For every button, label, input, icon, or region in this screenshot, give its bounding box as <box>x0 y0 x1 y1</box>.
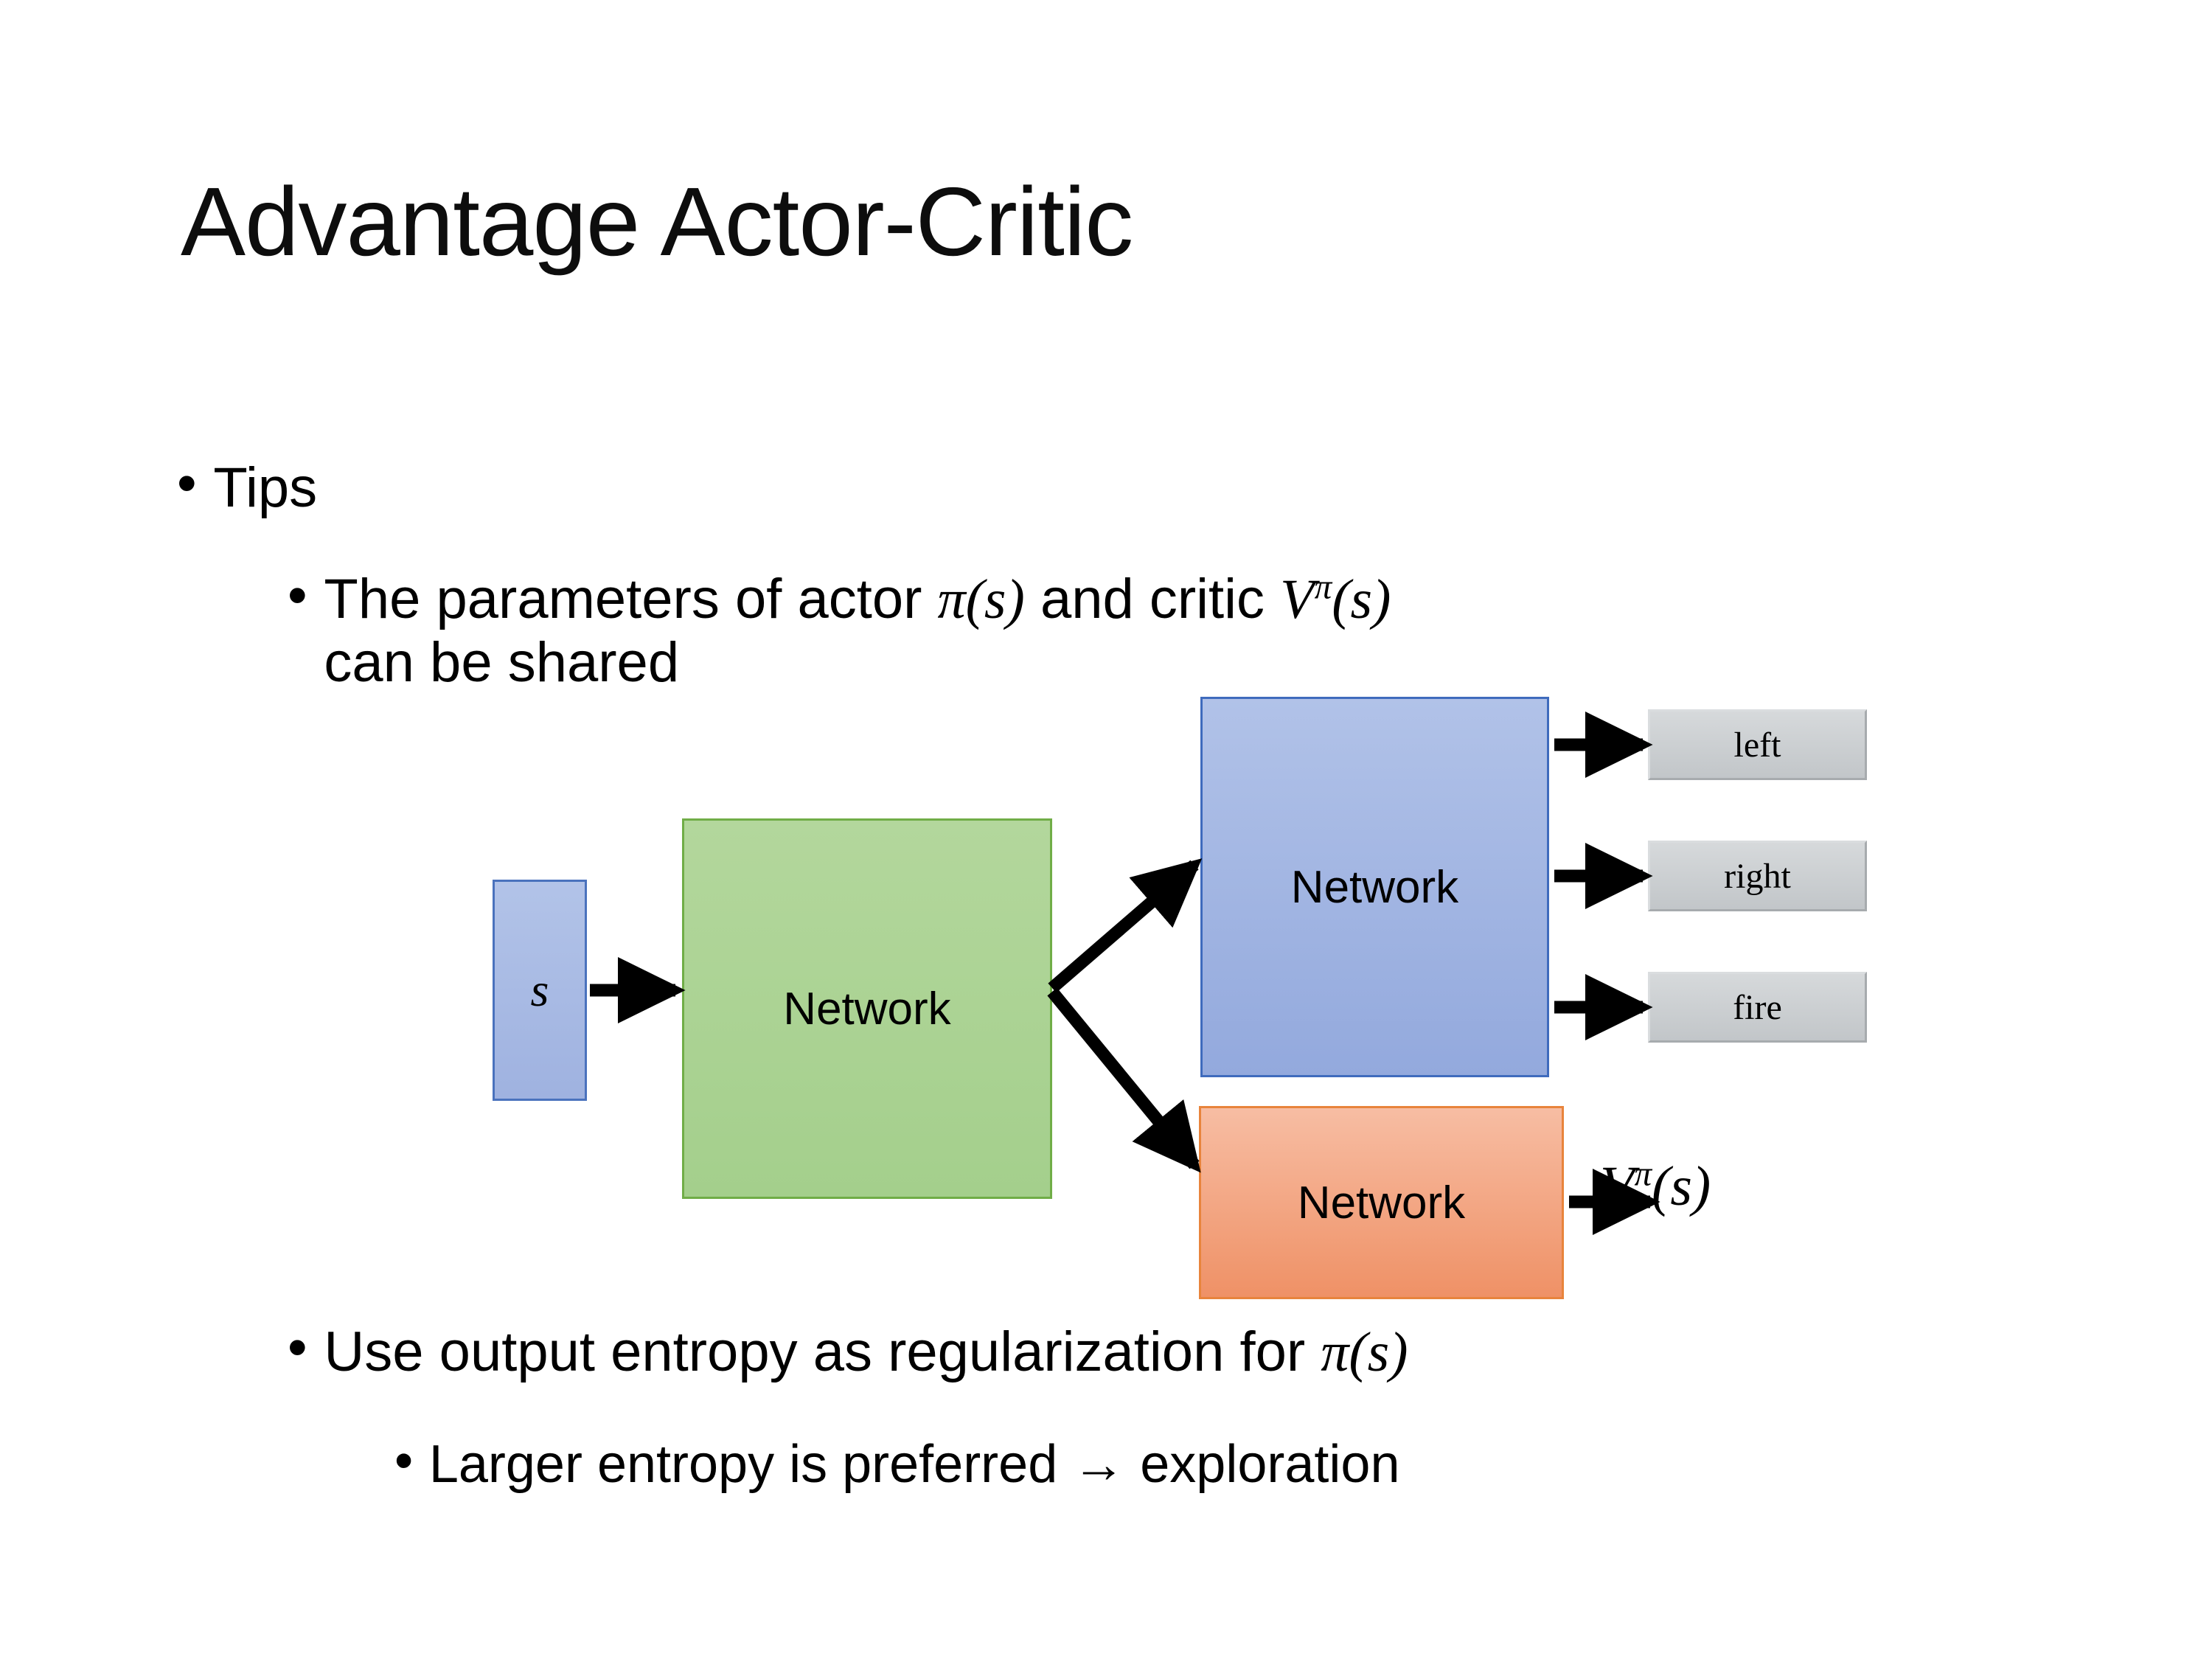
entropy-part1: Use output entropy as regularization for <box>324 1321 1321 1383</box>
critic-output-superscript-pi: π <box>1634 1155 1652 1194</box>
bullet-entropy-text: Use output entropy as regularization for… <box>324 1320 1408 1385</box>
critic-output-value: Vπ(s) <box>1600 1154 1711 1219</box>
diagram-input-state-box: s <box>493 880 587 1101</box>
bullet-shared-parameters-text: The parameters of actor π(s) and critic … <box>324 568 2034 694</box>
math-v: V <box>1280 568 1315 630</box>
bullet-shared-parameters: • The parameters of actor π(s) and criti… <box>288 564 2034 695</box>
math-v-superscript-pi: π <box>1314 568 1332 607</box>
action-output-left: left <box>1648 709 1867 780</box>
action-output-right: right <box>1648 841 1867 911</box>
critic-network-label: Network <box>1297 1177 1466 1228</box>
action-output-fire: fire <box>1648 972 1867 1043</box>
page-title: Advantage Actor-Critic <box>181 167 1133 276</box>
bullet-tips-label: Tips <box>213 456 318 519</box>
shared-params-part2: and critic <box>1024 568 1281 630</box>
bullet-larger-entropy: • Larger entropy is preferred → explorat… <box>394 1434 1399 1495</box>
bullet-marker: • <box>177 452 197 515</box>
math-pi-s: π(s) <box>1321 1321 1408 1383</box>
actor-network-label: Network <box>1290 861 1459 913</box>
arrow-shared-to-actor <box>1048 858 1203 993</box>
bullet-marker: • <box>288 564 307 627</box>
shared-network-label: Network <box>783 983 951 1034</box>
critic-output-symbol: V <box>1600 1155 1635 1217</box>
bullet-tips: • Tips <box>177 456 317 520</box>
math-pi-s: π(s) <box>937 568 1025 630</box>
bullet-marker: • <box>394 1431 414 1490</box>
bullet-larger-entropy-label: Larger entropy is preferred → exploratio… <box>428 1435 1400 1494</box>
input-state-label: s <box>530 964 549 1016</box>
shared-params-line2: can be shared <box>324 631 680 695</box>
diagram-shared-network-box: Network <box>682 818 1052 1199</box>
arrow-shared-to-critic <box>1047 987 1201 1173</box>
critic-output-argument: (s) <box>1652 1155 1711 1217</box>
bullet-entropy-regularization: • Use output entropy as regularization f… <box>288 1320 1408 1385</box>
math-v-argument: (s) <box>1332 568 1391 630</box>
bullet-marker: • <box>288 1316 307 1379</box>
diagram-critic-network-box: Network <box>1199 1106 1564 1299</box>
diagram-actor-network-box: Network <box>1200 697 1549 1077</box>
shared-params-part1: The parameters of actor <box>324 568 938 630</box>
